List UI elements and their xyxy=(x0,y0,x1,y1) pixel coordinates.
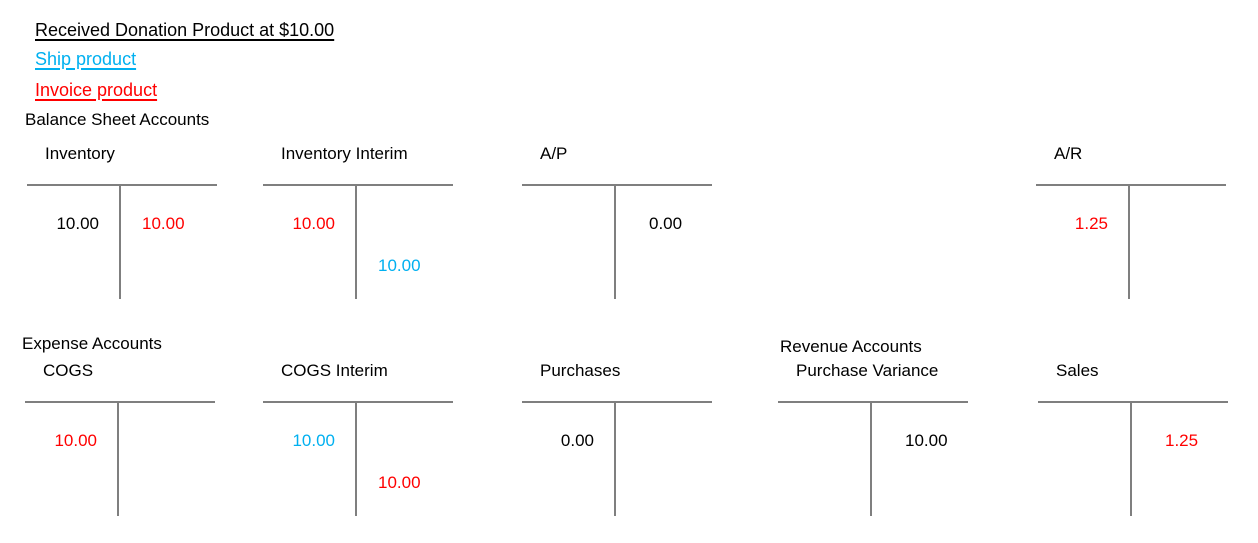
debit-amount: 10.00 xyxy=(292,214,335,233)
account-title: Purchase Variance xyxy=(796,361,939,380)
t-account-divider xyxy=(1128,184,1130,299)
credit-amount: 10.00 xyxy=(905,431,948,450)
t-account-divider xyxy=(117,401,119,516)
t-account-purchases: Purchases 0.00 xyxy=(522,361,712,521)
account-title: COGS xyxy=(43,361,94,380)
t-account-sales: Sales 1.25 xyxy=(1038,361,1228,521)
t-account-purchase-variance: Purchase Variance 10.00 xyxy=(778,361,968,521)
debit-amount: 1.25 xyxy=(1074,214,1108,233)
t-account-top-rule xyxy=(1038,401,1228,403)
t-account-divider xyxy=(1130,401,1132,516)
debit-amount: 10.00 xyxy=(54,431,97,450)
t-account-top-rule xyxy=(27,184,217,186)
t-account-top-rule xyxy=(25,401,215,403)
t-account-divider xyxy=(355,401,357,516)
t-account-top-rule xyxy=(522,184,712,186)
t-account-inventory: Inventory 10.00 10.00 xyxy=(27,144,217,304)
credit-amount: 1.25 xyxy=(1165,431,1199,450)
t-account-divider xyxy=(355,184,357,299)
t-account-accounts-payable: A/P 0.00 xyxy=(522,144,712,304)
account-title: Purchases xyxy=(540,361,621,380)
t-account-cogs: COGS 10.00 xyxy=(25,361,215,521)
page-title: Received Donation Product at $10.00 xyxy=(35,20,335,40)
t-account-top-rule xyxy=(263,401,453,403)
section-heading-expense: Expense Accounts xyxy=(22,334,162,353)
t-account-divider xyxy=(119,184,121,299)
section-heading-revenue: Revenue Accounts xyxy=(780,337,922,356)
t-account-top-rule xyxy=(1036,184,1226,186)
credit-amount: 10.00 xyxy=(378,473,421,492)
section-heading-balance-sheet: Balance Sheet Accounts xyxy=(25,110,210,129)
t-account-divider xyxy=(870,401,872,516)
t-account-accounts-receivable: A/R 1.25 xyxy=(1036,144,1226,304)
debit-amount: 10.00 xyxy=(56,214,99,233)
account-title: Sales xyxy=(1056,361,1099,380)
t-account-cogs-interim: COGS Interim 10.00 10.00 xyxy=(263,361,453,521)
t-account-divider xyxy=(614,401,616,516)
credit-amount: 10.00 xyxy=(378,256,421,275)
legend-invoice-product: Invoice product xyxy=(35,80,158,100)
t-account-divider xyxy=(614,184,616,299)
debit-amount: 0.00 xyxy=(560,431,594,450)
debit-amount: 10.00 xyxy=(292,431,335,450)
account-title: A/R xyxy=(1054,144,1083,163)
t-account-top-rule xyxy=(263,184,453,186)
legend-ship-product: Ship product xyxy=(35,49,137,69)
credit-amount: 0.00 xyxy=(649,214,683,233)
account-title: A/P xyxy=(540,144,568,163)
account-title: COGS Interim xyxy=(281,361,388,380)
account-title: Inventory Interim xyxy=(281,144,408,163)
account-title: Inventory xyxy=(45,144,115,163)
t-account-top-rule xyxy=(778,401,968,403)
t-account-inventory-interim: Inventory Interim 10.00 10.00 xyxy=(263,144,453,304)
t-account-top-rule xyxy=(522,401,712,403)
credit-amount: 10.00 xyxy=(142,214,185,233)
